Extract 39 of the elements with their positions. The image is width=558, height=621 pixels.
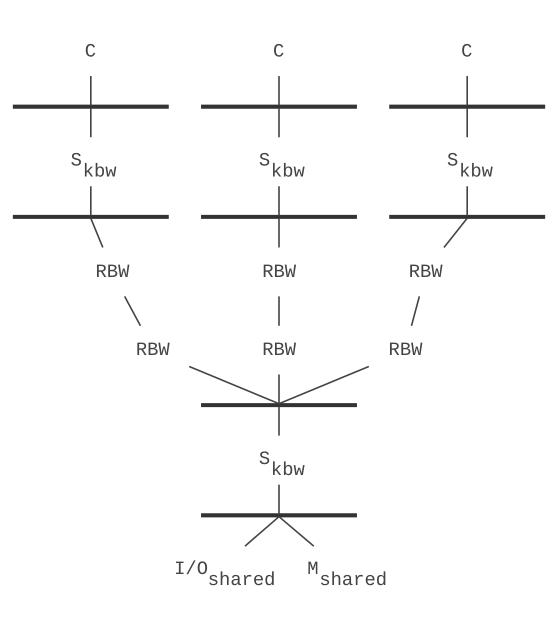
node-text: RBW [262,338,296,360]
connector [278,365,370,404]
node-text: RBW [96,260,130,282]
connector [410,296,420,326]
connector [188,365,280,404]
connector [124,295,142,326]
node-bar [201,104,357,108]
node-text: RBW [262,260,296,282]
connector [278,186,280,215]
connector [278,108,280,137]
connector [443,217,468,248]
connector [90,218,104,248]
connector [278,374,280,404]
connector [278,76,280,105]
node-bar [201,402,357,407]
node-text: RBW [388,338,422,360]
connector [278,484,280,514]
node-text: RBW [408,260,443,282]
connector [278,406,280,436]
connector [466,186,468,215]
node-bar [12,104,169,108]
node-bar [201,512,357,517]
connector [278,516,314,546]
connector [90,186,92,215]
connector [278,296,280,326]
node-bar [389,104,546,108]
connector [90,108,92,137]
connector [278,218,280,247]
node-text: C [461,40,472,62]
node-bar [389,214,546,218]
connector [90,76,92,105]
node-bar [201,214,357,218]
node-text: C [272,40,284,62]
connector [466,76,468,105]
node-bar [12,214,169,218]
node-text: C [84,40,96,62]
connector [244,516,280,546]
node-text: RBW [136,338,170,360]
connector [466,108,468,137]
